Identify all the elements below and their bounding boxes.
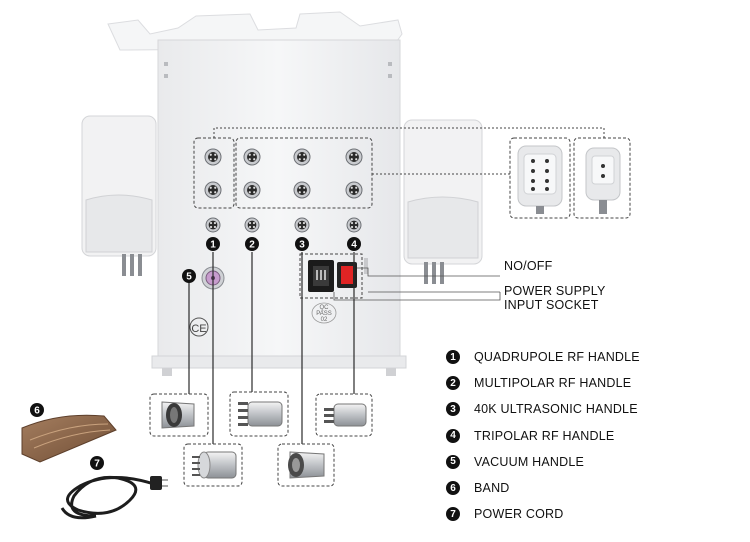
number-badge: 5 bbox=[182, 269, 196, 283]
legend-item: 1 QUADRUPOLE RF HANDLE bbox=[446, 344, 746, 370]
legend-item: 5 VACUUM HANDLE bbox=[446, 449, 746, 475]
connector-ports-upper bbox=[204, 148, 363, 199]
connector-port bbox=[243, 181, 261, 199]
number-badge: 2 bbox=[245, 237, 259, 251]
band-accessory bbox=[21, 414, 117, 463]
legend-item: 4 TRIPOLAR RF HANDLE bbox=[446, 423, 746, 449]
legend-label: VACUUM HANDLE bbox=[474, 454, 585, 469]
port-group-right-box bbox=[235, 137, 373, 209]
power-cord-accessory bbox=[60, 475, 155, 520]
number-badge-label: 3 bbox=[299, 240, 305, 251]
connector-port bbox=[345, 148, 363, 166]
number-badge: 7 bbox=[90, 456, 104, 470]
power-plug bbox=[150, 476, 168, 490]
quadrupole-rf-handle bbox=[183, 443, 243, 487]
legend-label: BAND bbox=[474, 481, 510, 496]
connector-port bbox=[204, 181, 222, 199]
ultrasonic-handle bbox=[277, 443, 335, 487]
pad-leader-lines bbox=[213, 127, 605, 175]
annotation-power-switch: NO/OFF bbox=[504, 259, 553, 273]
connector-port bbox=[204, 148, 222, 166]
handle-leader-lines bbox=[188, 252, 355, 444]
number-badge-label: 4 bbox=[351, 240, 357, 251]
connector-port bbox=[243, 148, 261, 166]
number-badge: 1 bbox=[206, 237, 220, 251]
number-badge-label: 5 bbox=[186, 272, 192, 283]
legend-number-badge: 1 bbox=[446, 350, 460, 365]
legend-number-badge: 4 bbox=[446, 428, 460, 443]
connector-port bbox=[294, 217, 310, 233]
power-socket-panel bbox=[299, 253, 368, 299]
power-leader-lines bbox=[333, 267, 501, 301]
number-badge: 4 bbox=[347, 237, 361, 251]
legend-number-badge: 3 bbox=[446, 402, 460, 417]
number-badge-label: 6 bbox=[34, 406, 40, 417]
legend-number-badge: 5 bbox=[446, 454, 460, 469]
legend-label: MULTIPOLAR RF HANDLE bbox=[474, 376, 632, 391]
legend-label: TRIPOLAR RF HANDLE bbox=[474, 428, 615, 443]
number-badge-label: 7 bbox=[94, 459, 100, 470]
legend-label: QUADRUPOLE RF HANDLE bbox=[474, 350, 640, 365]
svg-text:02: 02 bbox=[321, 317, 328, 323]
number-badge-label: 2 bbox=[249, 240, 255, 251]
annotation-power-supply: POWER SUPPLY bbox=[504, 284, 606, 298]
number-badges: 1 2 3 4 5 6 7 bbox=[30, 237, 361, 470]
legend-label: 40K ULTRASONIC HANDLE bbox=[474, 402, 638, 417]
device-body bbox=[151, 39, 407, 376]
multipolar-rf-handle bbox=[229, 391, 289, 437]
legend-number-badge: 2 bbox=[446, 376, 460, 391]
ce-mark: CE bbox=[189, 317, 209, 337]
pad-handle-small bbox=[573, 137, 631, 219]
svg-text:PASS: PASS bbox=[316, 311, 332, 317]
number-badge-label: 1 bbox=[210, 240, 216, 251]
legend-label: POWER CORD bbox=[474, 507, 564, 522]
legend-item: 2 MULTIPOLAR RF HANDLE bbox=[446, 370, 746, 396]
legend-number-badge: 6 bbox=[446, 481, 460, 496]
left-holster bbox=[81, 115, 157, 276]
legend-number-badge: 7 bbox=[446, 507, 460, 522]
svg-text:QC: QC bbox=[320, 305, 330, 311]
power-switch bbox=[341, 266, 353, 284]
number-badge: 6 bbox=[30, 403, 44, 417]
qc-pass-sticker: QC PASS 02 bbox=[311, 302, 337, 324]
legend-item: 3 40K ULTRASONIC HANDLE bbox=[446, 396, 746, 422]
tripolar-rf-handle bbox=[315, 393, 373, 437]
pad-handle-large bbox=[509, 137, 571, 219]
connector-port bbox=[345, 181, 363, 199]
connector-port bbox=[346, 217, 362, 233]
annotation-input-socket: INPUT SOCKET bbox=[504, 298, 599, 312]
legend-item: 6 BAND bbox=[446, 475, 746, 501]
connector-port bbox=[293, 148, 311, 166]
vacuum-handle bbox=[149, 393, 209, 437]
connector-port bbox=[244, 217, 260, 233]
legend-item: 7 POWER CORD bbox=[446, 501, 746, 527]
handle-legend: 1 QUADRUPOLE RF HANDLE 2 MULTIPOLAR RF HAND… bbox=[446, 344, 746, 527]
number-badge: 3 bbox=[295, 237, 309, 251]
right-holster bbox=[403, 119, 483, 284]
svg-text:CE: CE bbox=[191, 323, 206, 335]
connector-port bbox=[205, 217, 221, 233]
connector-port bbox=[293, 181, 311, 199]
connector-ports-lower bbox=[205, 217, 362, 233]
